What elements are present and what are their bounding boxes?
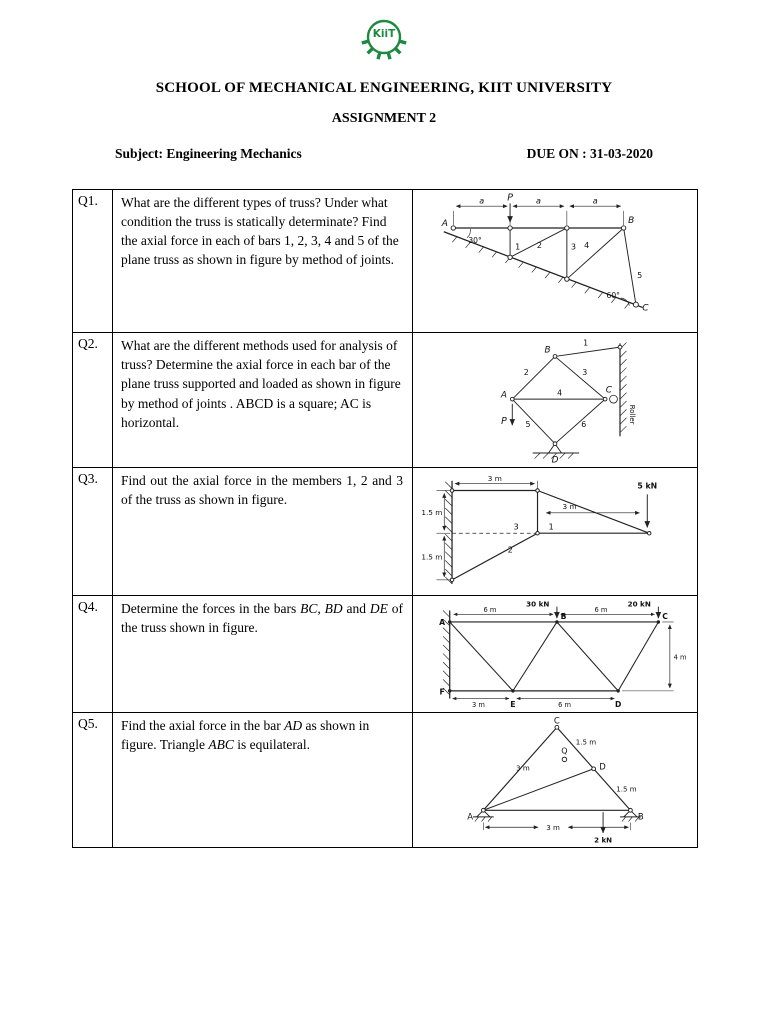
question-row-q4: Q4. Determine the forces in the bars BC,… bbox=[72, 595, 698, 714]
due-date: DUE ON : 31-03-2020 bbox=[526, 146, 653, 161]
q1-dim-a2: a bbox=[536, 196, 541, 205]
q2-truss-figure: 1 B A C D 2 3 4 5 6 P Roller bbox=[500, 338, 636, 464]
q4-dim-ed: 6 m bbox=[558, 701, 571, 709]
q4-node-d: D bbox=[615, 700, 621, 709]
q3-dim-top: 3 m bbox=[488, 474, 502, 483]
q1-bar2: 2 bbox=[536, 241, 541, 250]
q5-dim-aq: 3 m bbox=[516, 764, 530, 773]
q4-load1-label: 30 kN bbox=[526, 599, 549, 608]
q4-dim-fe: 3 m bbox=[472, 701, 485, 709]
q5-node-q: Q bbox=[561, 747, 567, 756]
question-number-q3: Q3. bbox=[72, 467, 113, 597]
q1-bar1: 1 bbox=[515, 243, 520, 252]
kiit-logo-icon: KiiT bbox=[361, 19, 407, 60]
q4-dim-ab: 6 m bbox=[483, 606, 496, 614]
q1-bar4: 4 bbox=[584, 241, 589, 250]
q1-bar3: 3 bbox=[570, 243, 575, 252]
q4-node-f: F bbox=[439, 687, 444, 696]
question-figure-q1: P a a a A B 30° 1 2 3 4 5 60° C bbox=[412, 188, 698, 334]
q3-dim-right: 3 m bbox=[563, 502, 577, 511]
q1-angle-right: 60° bbox=[606, 291, 620, 300]
question-number-q1: Q1. bbox=[72, 188, 113, 334]
q2-node-d: D bbox=[552, 455, 559, 464]
q5-node-b: B bbox=[638, 812, 644, 822]
q3-load-label: 5 kN bbox=[637, 482, 657, 491]
question-row-q5: Q5. Find the axial force in the bar AD a… bbox=[72, 712, 698, 849]
q4-node-a: A bbox=[439, 617, 445, 626]
meta-row: Subject: Engineering Mechanics DUE ON : … bbox=[115, 146, 653, 162]
q3-truss-figure: 3 m 5 kN 3 m 1.5 m 1.5 m 3 2 1 bbox=[421, 474, 657, 585]
q2-load-label: P bbox=[501, 416, 507, 427]
q1-node-c: C bbox=[642, 303, 649, 313]
q4-load2-label: 20 kN bbox=[628, 599, 651, 608]
subject-label: Subject: Engineering Mechanics bbox=[115, 146, 302, 161]
q2-bar3: 3 bbox=[582, 368, 587, 377]
q5-node-a: A bbox=[467, 812, 473, 822]
question-text-q3: Find out the axial force in the members … bbox=[112, 467, 413, 597]
question-text-q5: Find the axial force in the bar AD as sh… bbox=[112, 712, 413, 849]
q3-bar2: 2 bbox=[508, 545, 513, 555]
q2-node-a: A bbox=[500, 390, 507, 400]
question-row-q1: Q1. What are the different types of trus… bbox=[72, 188, 698, 334]
q4-dim-bc: 6 m bbox=[594, 606, 607, 614]
q4-node-b: B bbox=[561, 612, 567, 621]
q3-dim-left2: 1.5 m bbox=[421, 553, 442, 562]
q1-dim-a1: a bbox=[479, 196, 484, 205]
questions-table: Q1. What are the different types of trus… bbox=[72, 188, 698, 849]
q5-dim-ab: 3 m bbox=[546, 823, 560, 832]
question-figure-q4: 30 kN 20 kN 6 m 6 m A B C F E D 3 m 6 m … bbox=[412, 595, 698, 714]
question-row-q3: Q3. Find out the axial force in the memb… bbox=[72, 467, 698, 597]
q5-dim-cd: 1.5 m bbox=[576, 737, 596, 746]
q1-node-a: A bbox=[440, 219, 447, 229]
question-text-q1: What are the different types of truss? U… bbox=[112, 188, 413, 334]
q5-node-d: D bbox=[599, 762, 606, 772]
q5-load-label: 2 kN bbox=[594, 835, 612, 844]
q1-bar5: 5 bbox=[637, 271, 642, 280]
q5-node-c: C bbox=[554, 716, 560, 726]
question-row-q2: Q2. What are the different methods used … bbox=[72, 332, 698, 469]
q2-node-b: B bbox=[545, 346, 551, 356]
q4-node-c: C bbox=[662, 612, 668, 621]
logo-text: KiiT bbox=[373, 28, 396, 40]
question-figure-q3: 3 m 5 kN 3 m 1.5 m 1.5 m 3 2 1 bbox=[412, 467, 698, 597]
q2-bar6: 6 bbox=[581, 420, 586, 429]
q3-bar1: 1 bbox=[548, 522, 553, 532]
question-figure-q2: 1 B A C D 2 3 4 5 6 P Roller bbox=[412, 332, 698, 469]
q1-node-b: B bbox=[628, 216, 634, 226]
q1-angle-left: 30° bbox=[468, 236, 482, 245]
question-number-q5: Q5. bbox=[72, 712, 113, 849]
question-figure-q5: C Q 1.5 m D 1.5 m 3 m A B 3 m 2 kN bbox=[412, 712, 698, 849]
q2-bar4: 4 bbox=[557, 389, 562, 398]
q1-truss-figure: P a a a A B 30° 1 2 3 4 5 60° C bbox=[440, 193, 649, 314]
assignment-title: ASSIGNMENT 2 bbox=[331, 111, 437, 126]
q4-truss-figure: 30 kN 20 kN 6 m 6 m A B C F E D 3 m 6 m … bbox=[439, 599, 687, 709]
q5-dim-db: 1.5 m bbox=[616, 784, 636, 793]
q3-dim-left1: 1.5 m bbox=[421, 508, 442, 517]
logo-wrap: KiiT bbox=[0, 0, 768, 70]
q4-dim-right: 4 m bbox=[674, 653, 687, 661]
q3-bar3: 3 bbox=[514, 522, 519, 532]
q1-load-label: P bbox=[507, 193, 513, 204]
q2-roller-label: Roller bbox=[628, 405, 636, 425]
q2-bar2: 2 bbox=[524, 368, 529, 377]
q2-bar1: 1 bbox=[583, 338, 588, 347]
question-text-q4: Determine the forces in the bars BC, BD … bbox=[112, 595, 413, 714]
question-number-q4: Q4. bbox=[72, 595, 113, 714]
q2-node-c: C bbox=[606, 386, 613, 396]
q2-bar5: 5 bbox=[526, 420, 531, 429]
question-text-q2: What are the different methods used for … bbox=[112, 332, 413, 469]
q1-dim-a3: a bbox=[592, 196, 597, 205]
q4-node-e: E bbox=[510, 700, 515, 709]
school-title: SCHOOL OF MECHANICAL ENGINEERING, KIIT U… bbox=[155, 80, 613, 96]
q5-truss-figure: C Q 1.5 m D 1.5 m 3 m A B 3 m 2 kN bbox=[467, 716, 644, 844]
question-number-q2: Q2. bbox=[72, 332, 113, 469]
